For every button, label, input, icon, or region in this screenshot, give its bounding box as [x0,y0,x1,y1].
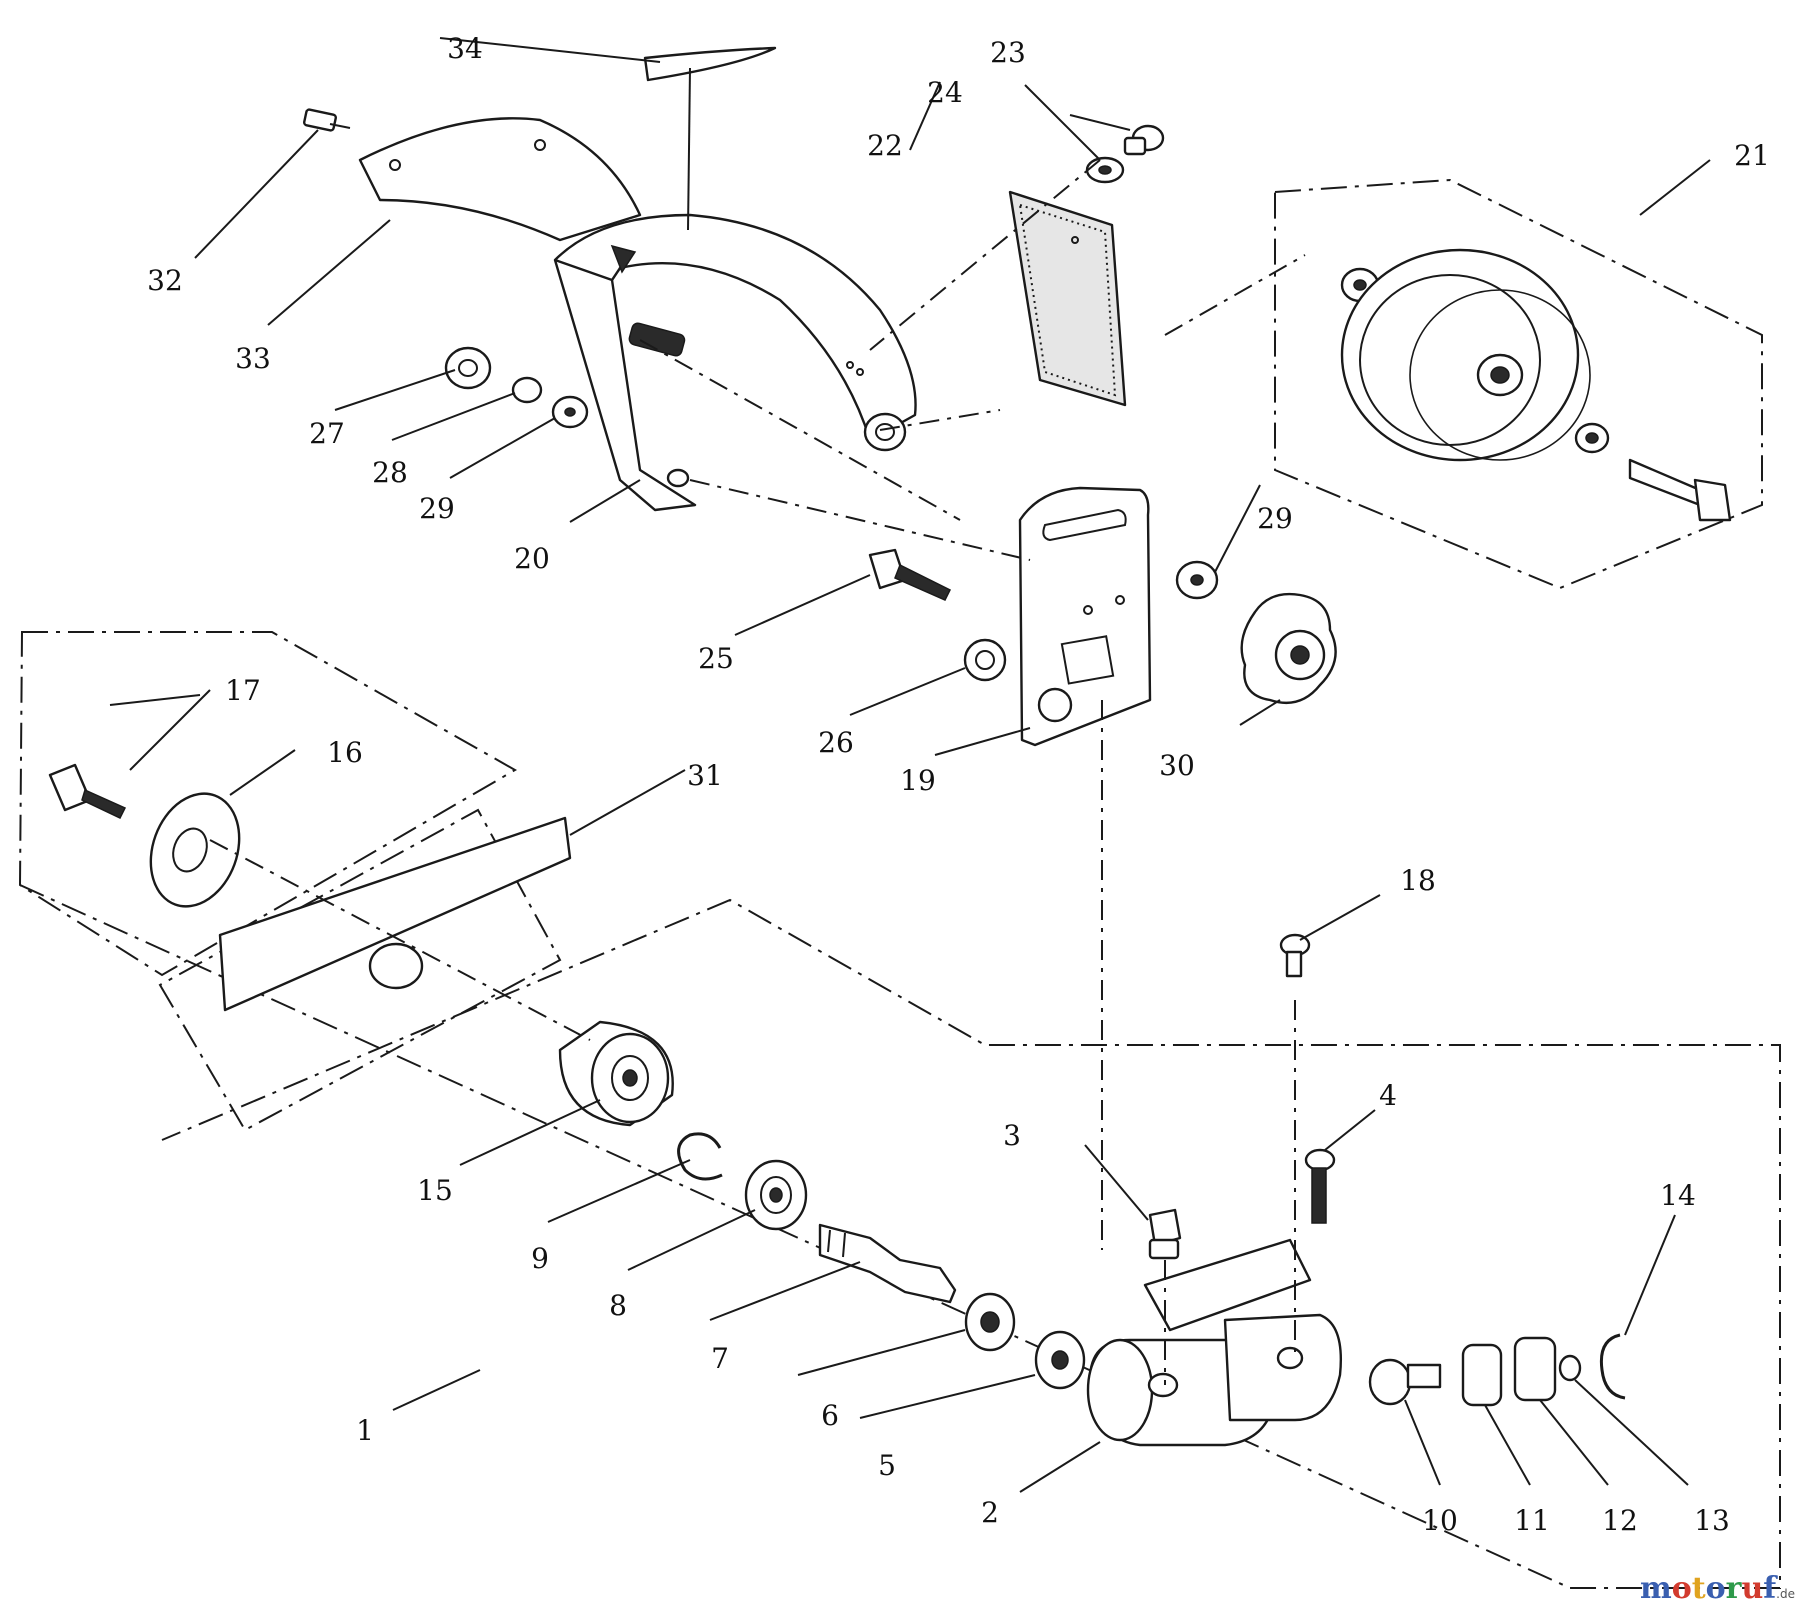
callout-3: 3 [1003,1119,1021,1152]
part-grit-pad [1008,190,1127,407]
part-knob-30 [1240,592,1337,705]
part-gear-housing-2 [1086,1238,1342,1447]
watermark-letter: o [1672,1571,1692,1606]
part-bolt-25 [868,548,952,601]
part-washer-29-left [551,395,589,429]
watermark-letter: r [1726,1571,1743,1606]
part-drum-15 [558,1020,674,1127]
part-flange-16 [149,792,241,908]
part-stud [628,322,686,357]
part-bolt-23 [1123,124,1165,156]
part-main-guard [553,213,917,512]
part-washer-29-right [1175,560,1219,600]
watermark-suffix: .de [1776,1587,1795,1601]
callout-12: 12 [1602,1504,1638,1537]
assembly-boundaries [18,178,1781,1589]
callout-18: 18 [1400,864,1436,897]
callout-25: 25 [698,642,734,675]
callout-1: 1 [356,1414,374,1447]
part-screw-18 [1279,933,1311,978]
watermark-text: motoruf.de [1640,1571,1795,1606]
watermark-letter: f [1763,1571,1778,1606]
callout-16: 16 [327,736,363,769]
watermark-letter: m [1640,1571,1672,1606]
part-bolt-17 [48,763,127,819]
part-nut-27 [444,346,492,390]
part-lockwasher-28 [511,376,543,404]
callout-19: 19 [900,764,936,797]
callout-24: 24 [927,76,963,109]
callout-29-right: 29 [1257,502,1293,535]
part-guard-nut [863,412,907,452]
callout-33: 33 [235,342,271,375]
callout-4: 4 [1379,1079,1397,1112]
part-circlip-14 [1599,1333,1626,1400]
boundary-group-1 [18,631,518,977]
boundary-group-21 [1274,178,1763,590]
callout-27: 27 [309,417,345,450]
callout-28: 28 [372,456,408,489]
callout-20: 20 [514,542,550,575]
leader-lines [109,37,1711,1493]
part-snap-ring-9 [677,1132,723,1181]
boundary-group-1-outer [19,884,1781,1589]
watermark-letter: u [1741,1571,1763,1606]
callout-26: 26 [818,726,854,759]
callout-8: 8 [609,1289,627,1322]
callout-11: 11 [1514,1504,1550,1537]
part-gear-6 [964,1292,1016,1352]
callout-23: 23 [990,36,1026,69]
part-bracket-plate [1018,486,1152,747]
callout-13: 13 [1694,1504,1730,1537]
part-screw-32 [303,108,351,132]
callout-30: 30 [1159,749,1195,782]
callout-31: 31 [687,759,723,792]
part-blade-31 [218,816,572,1012]
watermark-letter: t [1692,1571,1706,1606]
part-spacer-26 [963,638,1007,682]
callout-34: 34 [447,32,483,65]
callout-29-left: 29 [419,492,455,525]
callout-32: 32 [147,264,183,297]
callout-21: 21 [1734,139,1770,172]
callout-17: 17 [225,674,261,707]
callout-labels: 1 2 3 4 5 6 7 8 9 10 11 12 13 14 15 16 1… [147,32,1770,1537]
callout-22: 22 [867,129,903,162]
part-ring-13 [1558,1354,1582,1382]
part-plug-3 [1148,1208,1182,1260]
part-guard-flap [358,117,642,242]
part-sleeve-11 [1461,1343,1503,1407]
watermark-letter: o [1706,1571,1726,1606]
part-bolt-4 [1304,1148,1336,1224]
part-washer-24 [1085,156,1125,184]
part-sleeve-12 [1513,1336,1557,1402]
part-wheel-assembly [1340,248,1732,522]
callout-15: 15 [417,1174,453,1207]
part-bearing-5 [1034,1330,1086,1390]
callout-5: 5 [878,1449,896,1482]
watermark-logo: motoruf.de [1640,1571,1795,1606]
part-pinion-10 [1368,1358,1442,1406]
callout-2: 2 [981,1496,999,1529]
callout-6: 6 [821,1399,839,1432]
callout-7: 7 [711,1342,729,1375]
callout-9: 9 [531,1242,549,1275]
part-shaft-7 [818,1223,957,1304]
callout-10: 10 [1422,1504,1458,1537]
part-label-strip [643,46,777,82]
callout-14: 14 [1660,1179,1696,1212]
part-bearing-8 [744,1159,808,1231]
boundary-group-blade [158,808,562,1132]
